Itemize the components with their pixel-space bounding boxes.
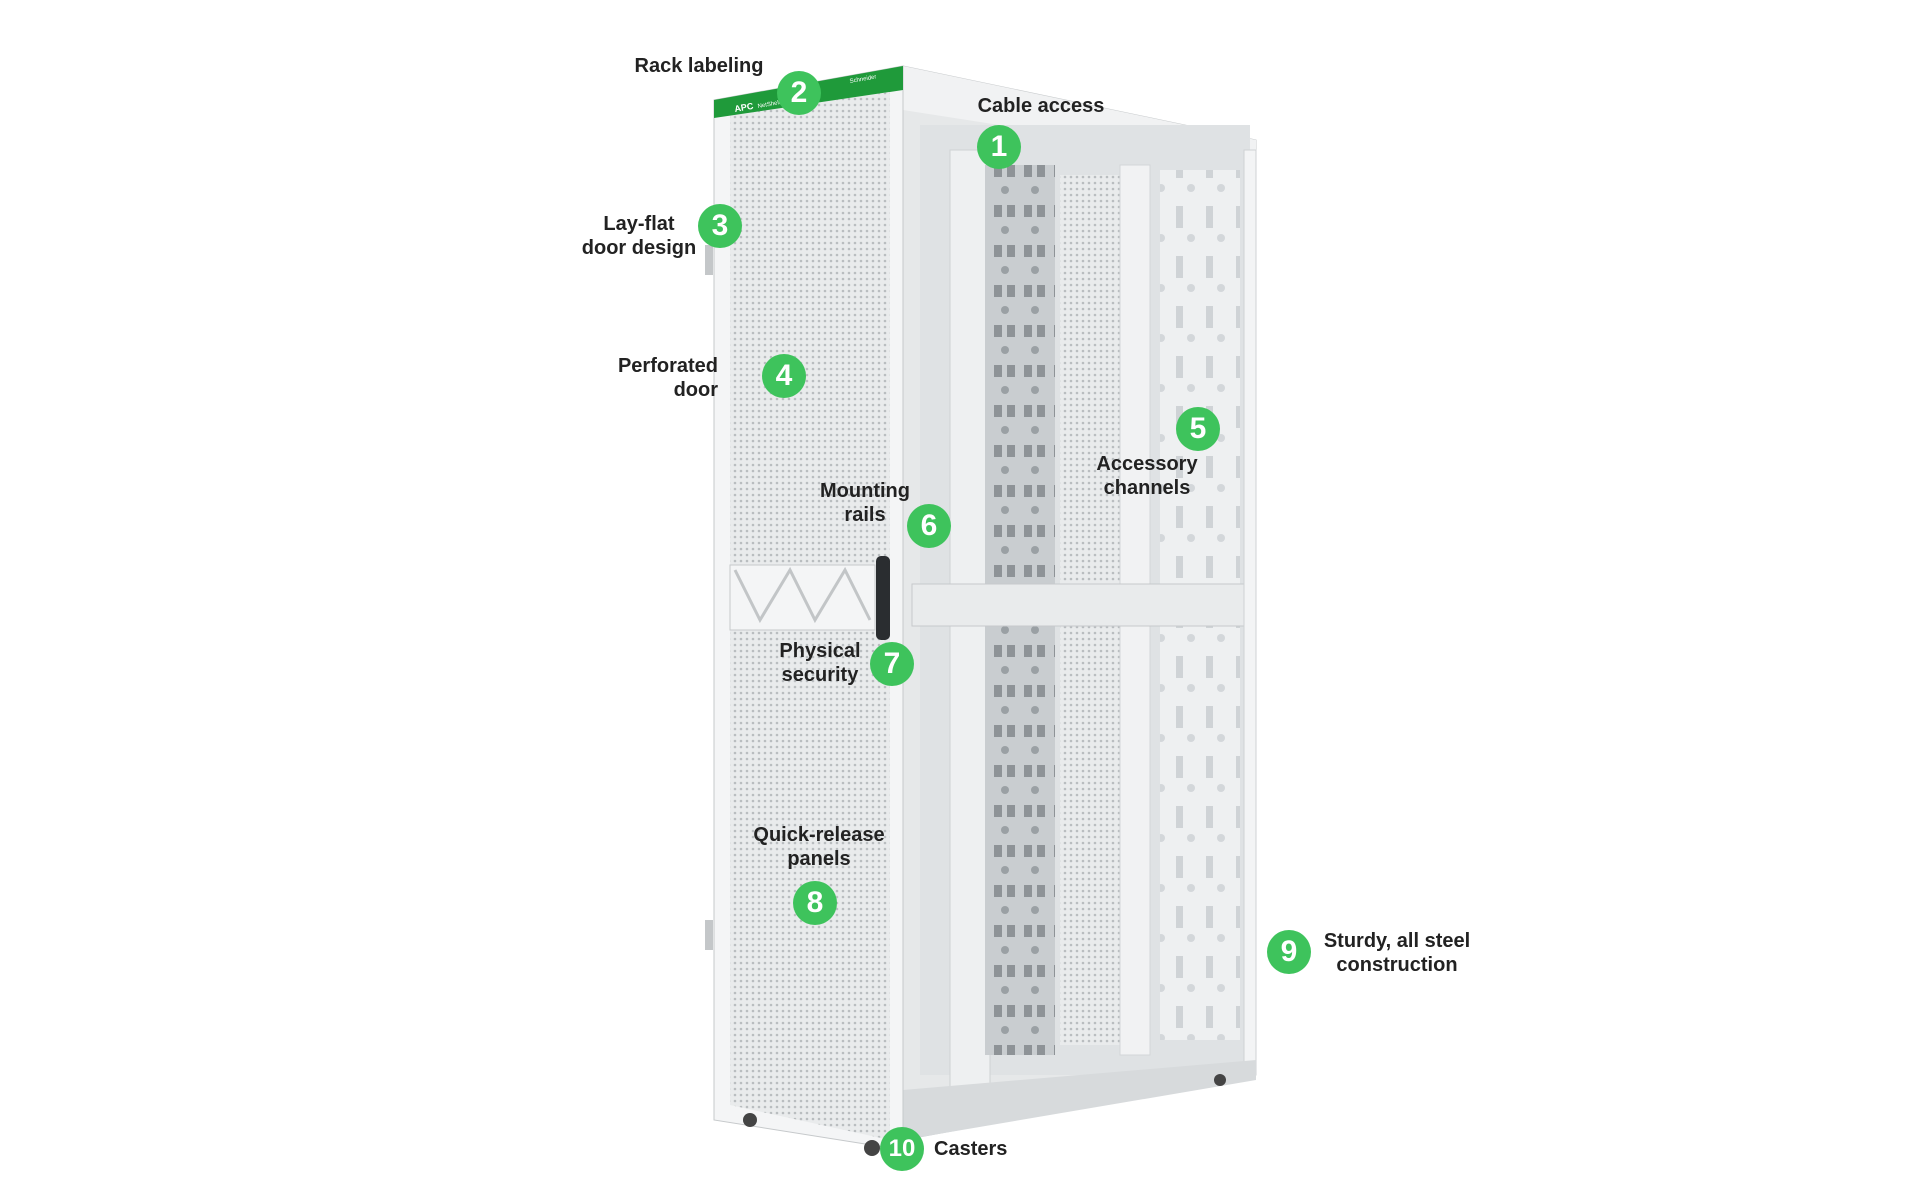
callout-label: Rack labeling <box>634 55 764 77</box>
callout-badge: 6 <box>907 504 951 548</box>
callout-label: Cable access <box>977 95 1105 117</box>
callout-badge: 8 <box>793 881 837 925</box>
callout-badge: 4 <box>762 354 806 398</box>
callout-badge: 5 <box>1176 407 1220 451</box>
callout-label: Casters <box>934 1138 1008 1160</box>
callout-badge: 7 <box>870 642 914 686</box>
callout-badge: 1 <box>977 125 1021 169</box>
callout-badge: 9 <box>1267 930 1311 974</box>
callout-badge: 3 <box>698 204 742 248</box>
callout-badge: 2 <box>777 71 821 115</box>
schneider-logo: Schneider <box>849 74 877 85</box>
callout-badge: 10 <box>880 1127 924 1171</box>
door-lock-handle <box>876 556 890 640</box>
apc-logo: APC <box>734 101 755 114</box>
